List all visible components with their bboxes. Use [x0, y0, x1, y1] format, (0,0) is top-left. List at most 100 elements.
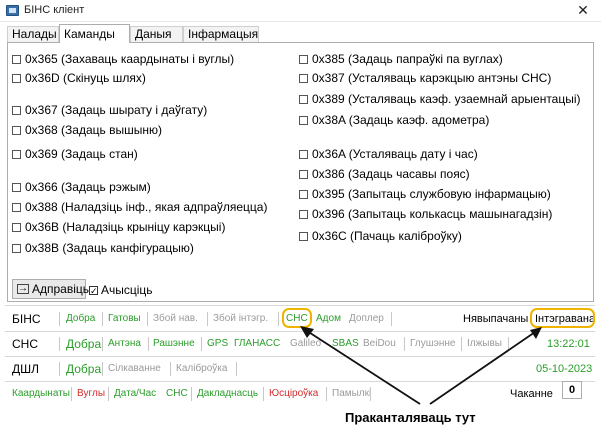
bins-doppler: Доплер	[349, 313, 384, 324]
checkbox[interactable]	[299, 170, 308, 179]
command-0x396[interactable]: 0x396 (Запытаць колькасць машынагадзін)	[299, 206, 552, 222]
checkbox[interactable]	[299, 190, 308, 199]
window-title: БІНС кліент	[24, 4, 85, 16]
tab-settings[interactable]: Налады	[7, 26, 59, 42]
separator	[508, 337, 509, 351]
annotation-text: Праканталяваць тут	[345, 410, 476, 425]
sns-gps: GPS	[207, 338, 229, 349]
dshl-date: 05-10-2023	[536, 363, 593, 375]
divider	[5, 381, 595, 382]
sns-antenna: Антэна	[108, 338, 141, 349]
checkbox[interactable]	[12, 74, 21, 83]
command-0x389[interactable]: 0x389 (Усталяваць каэф. узаемнай арыента…	[299, 91, 581, 107]
checkbox[interactable]	[299, 150, 308, 159]
wait-label: Чаканне	[510, 388, 553, 400]
separator	[404, 337, 405, 351]
bins-nav-fail: Збой нав.	[153, 313, 198, 324]
bins-ready: Гатовы	[108, 313, 141, 324]
command-label: 0x386 (Задаць часавы пояс)	[312, 167, 470, 181]
command-label: 0x369 (Задаць стан)	[25, 147, 138, 161]
separator	[71, 387, 72, 401]
checkbox[interactable]	[12, 244, 21, 253]
checkbox[interactable]	[12, 150, 21, 159]
command-0x36b[interactable]: 0x36B (Наладзіць крыніцу карэкцыі)	[12, 219, 225, 235]
bins-not-aligned: Нявыпачаны	[463, 313, 529, 325]
separator	[102, 362, 103, 376]
checkbox[interactable]	[299, 95, 308, 104]
checkbox[interactable]	[12, 55, 21, 64]
bins-odom: Адом	[316, 313, 341, 324]
command-label: 0x367 (Задаць шырату і даўгату)	[25, 103, 208, 117]
separator	[263, 387, 264, 401]
command-0x38b[interactable]: 0x38B (Задаць канфігурацыю)	[12, 240, 194, 256]
command-0x369[interactable]: 0x369 (Задаць стан)	[12, 146, 138, 162]
command-label: 0x38B (Задаць канфігурацыю)	[25, 241, 194, 255]
data-angles: Вуглы	[77, 388, 106, 399]
sns-glonass: ГЛАНАСС	[234, 338, 281, 349]
command-0x388[interactable]: 0x388 (Наладзіць інф., якая адпраўляецца…	[12, 199, 267, 215]
separator	[102, 312, 103, 326]
command-label: 0x385 (Задаць папраўкі па вуглах)	[312, 52, 503, 66]
command-0x395[interactable]: 0x395 (Запытаць службовую інфармацыю)	[299, 186, 551, 202]
sns-beidou: BeiDou	[363, 338, 396, 349]
highlight-integrated	[530, 308, 595, 328]
command-0x38a[interactable]: 0x38A (Задаць каэф. адометра)	[299, 112, 489, 128]
app-icon	[6, 5, 19, 16]
checkbox[interactable]	[299, 210, 308, 219]
clear-checkbox[interactable]: Ачысціць	[89, 282, 153, 299]
checkbox[interactable]	[299, 232, 308, 241]
command-label: 0x36A (Усталяваць дату і час)	[312, 147, 478, 161]
dshl-status-row: ДШЛ Добра Сілкаванне Каліброўка 05-10-20…	[0, 359, 601, 380]
command-label: 0x38A (Задаць каэф. адометра)	[312, 113, 490, 127]
wait-counter: 0	[562, 381, 582, 399]
checkbox[interactable]	[299, 116, 308, 125]
command-0x36d[interactable]: 0x36D (Скінуць шлях)	[12, 70, 146, 86]
separator	[148, 337, 149, 351]
command-0x365[interactable]: 0x365 (Захаваць каардынаты і вуглы)	[12, 51, 234, 67]
checkbox[interactable]	[299, 55, 308, 64]
separator	[108, 387, 109, 401]
divider	[5, 305, 595, 306]
tab-data[interactable]: Даныя	[130, 26, 183, 42]
data-accuracy: Дакладнасць	[197, 388, 259, 399]
data-sns: СНС	[166, 388, 188, 399]
separator	[326, 387, 327, 401]
bins-sns: СНС	[286, 313, 308, 324]
command-label: 0x395 (Запытаць службовую інфармацыю)	[312, 187, 551, 201]
command-label: 0x368 (Задаць вышыню)	[25, 123, 162, 137]
send-button[interactable]: Адправіць	[12, 279, 89, 299]
command-0x368[interactable]: 0x368 (Задаць вышыню)	[12, 122, 162, 138]
separator	[461, 337, 462, 351]
command-label: 0x36C (Пачаць каліброўку)	[312, 229, 462, 243]
command-0x386[interactable]: 0x386 (Задаць часавы пояс)	[299, 166, 470, 182]
sns-label: СНС	[12, 337, 38, 351]
command-0x36a[interactable]: 0x36A (Усталяваць дату і час)	[299, 146, 478, 162]
command-0x366[interactable]: 0x366 (Задаць рэжым)	[12, 179, 151, 195]
separator	[59, 337, 60, 351]
command-0x387[interactable]: 0x387 (Усталяваць карэкцыю антэны СНС)	[299, 70, 551, 86]
checkbox[interactable]	[12, 203, 21, 212]
checkbox[interactable]	[299, 74, 308, 83]
separator	[191, 387, 192, 401]
separator	[207, 312, 208, 326]
highlight-sns	[282, 308, 312, 328]
separator	[391, 312, 392, 326]
separator	[59, 312, 60, 326]
bins-status-row: БІНС Добра Гатовы Збой нав. Збой інтэгр.…	[0, 309, 601, 330]
command-label: 0x389 (Усталяваць каэф. узаемнай арыента…	[312, 92, 581, 106]
checkbox[interactable]	[12, 106, 21, 115]
checkbox[interactable]	[12, 126, 21, 135]
close-button[interactable]: ✕	[577, 2, 589, 18]
data-coordinates: Каардынаты	[12, 388, 70, 399]
title-bar: БІНС кліент ✕	[0, 0, 601, 22]
command-0x385[interactable]: 0x385 (Задаць папраўкі па вуглах)	[299, 51, 503, 67]
checkbox[interactable]	[12, 223, 21, 232]
tab-commands[interactable]: Каманды	[59, 24, 130, 43]
checkbox[interactable]	[12, 183, 21, 192]
command-0x36c[interactable]: 0x36C (Пачаць каліброўку)	[299, 228, 462, 244]
tab-info[interactable]: Інфармацыя	[183, 26, 259, 42]
separator	[102, 337, 103, 351]
command-0x367[interactable]: 0x367 (Задаць шырату і даўгату)	[12, 102, 207, 118]
checkbox-checked[interactable]	[89, 283, 98, 299]
